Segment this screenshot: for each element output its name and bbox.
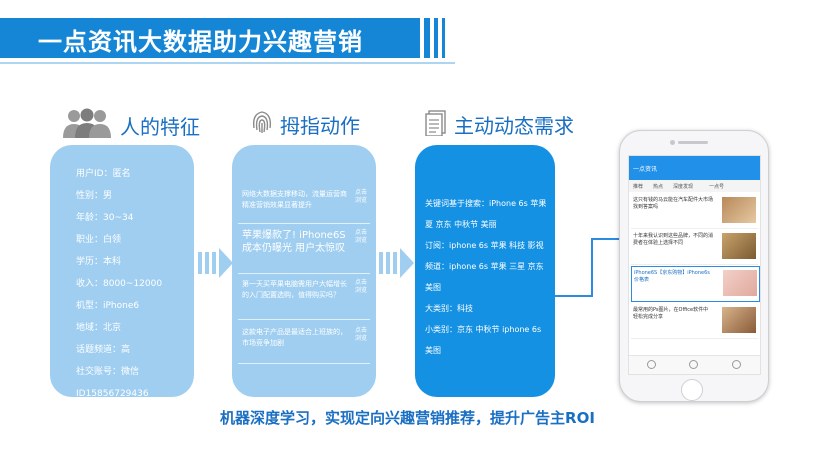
speaker-grille bbox=[678, 141, 708, 144]
flow-arrow-icon bbox=[198, 248, 234, 278]
user-profile-panel: 用户ID：匿名 性别：男 年龄：30~34 职业：白领 学历：本科 收入：800… bbox=[50, 145, 194, 397]
footer-caption: 机器深度学习，实现定向兴趣营销推荐，提升广告主ROI bbox=[220, 409, 595, 427]
demand-item: 关键词基于搜索：iPhone 6s 苹果 bbox=[425, 199, 547, 208]
demand-item: 大类别：科技 bbox=[425, 304, 473, 313]
connector-line bbox=[591, 238, 593, 297]
demand-item: 美图 bbox=[425, 283, 441, 292]
demand-list: 关键词基于搜索：iPhone 6s 苹果 夏 京东 中秋节 美丽 订阅：ipho… bbox=[415, 145, 555, 361]
app-tabs: 推荐 热点 深度发现 一点号 bbox=[629, 180, 760, 192]
news-thumbnail bbox=[722, 197, 756, 223]
news-item[interactable]: 十年来我认识到这些品牌，不同的消费者在体验上选择不同 bbox=[631, 230, 758, 265]
title-divider bbox=[0, 62, 455, 64]
news-item-title: 最常用的Ps图片，在Office软件中轻松完成分享 bbox=[633, 307, 709, 320]
profile-item: 性别：男 bbox=[76, 191, 113, 201]
banner-stripe bbox=[424, 18, 430, 58]
banner-stripe bbox=[434, 18, 438, 58]
section-title: 主动动态需求 bbox=[454, 114, 574, 138]
profile-item: 地域：北京 bbox=[76, 323, 122, 333]
profile-list: 用户ID：匿名 性别：男 年龄：30~34 职业：白领 学历：本科 收入：800… bbox=[50, 145, 194, 397]
news-item-title: iPhone6S【京东购物】iPhone6s 价格表 bbox=[634, 270, 710, 283]
app-tab[interactable]: 推荐 bbox=[633, 184, 644, 190]
demand-item: 美图 bbox=[425, 346, 441, 355]
section-title: 人的特征 bbox=[120, 115, 200, 139]
app-header: 一点资讯 bbox=[629, 156, 760, 180]
demand-item: 订阅：iphone 6s 苹果 科技 影视 bbox=[425, 241, 544, 250]
article-card: 网络大数据支撑移动，流量运营商精准营销效果显著提升 点击浏览 bbox=[238, 189, 370, 224]
demand-item: 夏 京东 中秋节 美丽 bbox=[425, 220, 497, 229]
article-card: 这款电子产品是最适合上班族的，市场竞争加剧 点击浏览 bbox=[238, 327, 370, 364]
news-item-title: 十年来我认识到这些品牌，不同的消费者在体验上选择不同 bbox=[633, 233, 714, 246]
article-card: 第一天买苹果电脑需用户大幅增长的入门配置选购，值得购买吗？ 点击浏览 bbox=[238, 279, 370, 320]
section-title: 拇指动作 bbox=[280, 114, 360, 138]
news-item[interactable]: 这只有钱的马云能在汽车配件大市场找到答案吗 bbox=[631, 194, 758, 229]
app-bottom-nav bbox=[629, 355, 760, 374]
active-demand-panel: 关键词基于搜索：iPhone 6s 苹果 夏 京东 中秋节 美丽 订阅：ipho… bbox=[415, 145, 555, 397]
profile-item: 话题频道：高 bbox=[76, 345, 131, 355]
article-card-tag: 点击浏览 bbox=[354, 279, 367, 294]
article-card: 苹果爆款了! iPhone6S成本仍曝光 用户太惊叹 点击浏览 bbox=[238, 229, 370, 274]
news-item[interactable]: 最常用的Ps图片，在Office软件中轻松完成分享 bbox=[631, 304, 758, 339]
profile-item: 机型：iPhone6 bbox=[76, 301, 140, 311]
phone-mockup: 一点资讯 推荐 热点 深度发现 一点号 这只有钱的马云能在汽车配件大市场找到答案… bbox=[619, 130, 769, 402]
title-banner-bar bbox=[0, 18, 420, 58]
section-head-features: 人的特征 bbox=[60, 108, 200, 143]
home-button[interactable] bbox=[681, 379, 703, 401]
profile-item: 职业：白领 bbox=[76, 235, 122, 245]
flow-arrow-icon bbox=[379, 248, 415, 278]
profile-item: 收入：8000~12000 bbox=[76, 279, 163, 289]
article-card-tag: 点击浏览 bbox=[354, 229, 367, 244]
document-icon bbox=[424, 108, 448, 141]
profile-item: 学历：本科 bbox=[76, 257, 122, 267]
article-card-tag: 点击浏览 bbox=[354, 327, 367, 342]
app-tab[interactable]: 一点号 bbox=[709, 184, 725, 190]
section-head-demand: 主动动态需求 bbox=[424, 108, 574, 141]
article-card-text: 苹果爆款了! iPhone6S成本仍曝光 用户太惊叹 bbox=[242, 230, 346, 254]
page-title: 一点资讯大数据助力兴趣营销 bbox=[38, 28, 363, 56]
news-item-title: 这只有钱的马云能在汽车配件大市场找到答案吗 bbox=[633, 197, 714, 210]
article-card-tag: 点击浏览 bbox=[354, 189, 367, 204]
people-icon bbox=[60, 108, 114, 143]
app-tab[interactable]: 热点 bbox=[653, 184, 664, 190]
profile-item: ID15856729436 bbox=[76, 389, 149, 397]
fingerprint-icon bbox=[250, 108, 274, 141]
news-item-highlighted[interactable]: iPhone6S【京东购物】iPhone6s 价格表 bbox=[631, 266, 760, 302]
thumb-action-panel: 网络大数据支撑移动，流量运营商精准营销效果显著提升 点击浏览 苹果爆款了! iP… bbox=[232, 145, 376, 397]
article-card-text: 第一天买苹果电脑需用户大幅增长的入门配置选购，值得购买吗？ bbox=[242, 280, 347, 299]
home-icon[interactable] bbox=[647, 360, 656, 369]
profile-item: 年龄：30~34 bbox=[76, 213, 134, 223]
article-card-text: 这款电子产品是最适合上班族的，市场竞争加剧 bbox=[242, 328, 347, 347]
news-thumbnail bbox=[723, 270, 757, 296]
news-thumbnail bbox=[722, 233, 756, 259]
demand-item: 小类别：京东 中秋节 iphone 6s bbox=[425, 325, 542, 334]
demand-item: 频道：iphone 6s 苹果 三星 京东 bbox=[425, 262, 544, 271]
connector-line bbox=[591, 238, 621, 240]
news-thumbnail bbox=[722, 307, 756, 333]
article-card-text: 网络大数据支撑移动，流量运营商精准营销效果显著提升 bbox=[242, 190, 347, 209]
title-banner: 一点资讯大数据助力兴趣营销 bbox=[0, 18, 455, 58]
camera-icon bbox=[670, 140, 675, 145]
app-tab[interactable]: 深度发现 bbox=[673, 184, 694, 190]
discover-icon[interactable] bbox=[689, 360, 698, 369]
profile-item: 社交账号：微信 bbox=[76, 367, 140, 377]
connector-line bbox=[555, 295, 592, 297]
phone-screen: 一点资讯 推荐 热点 深度发现 一点号 这只有钱的马云能在汽车配件大市场找到答案… bbox=[628, 155, 761, 375]
profile-icon[interactable] bbox=[732, 360, 741, 369]
profile-item: 用户ID：匿名 bbox=[76, 169, 131, 179]
banner-stripe bbox=[442, 18, 445, 58]
app-title: 一点资讯 bbox=[633, 166, 658, 173]
section-head-thumb: 拇指动作 bbox=[250, 108, 360, 141]
